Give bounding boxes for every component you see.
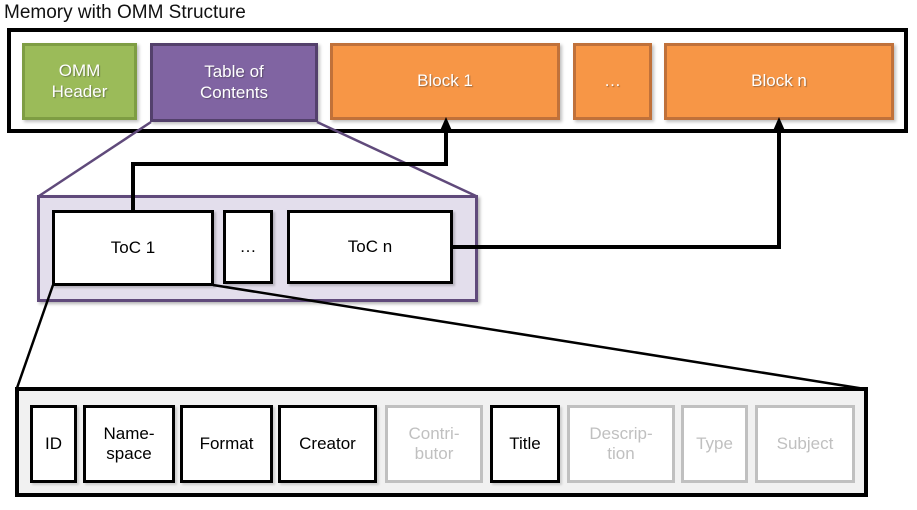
segment-block-1-label: Block 1 bbox=[417, 71, 473, 91]
field-description: Descrip- tion bbox=[567, 405, 675, 483]
segment-omm-header: OMM Header bbox=[22, 43, 137, 120]
field-contributor-label: Contri- butor bbox=[408, 423, 460, 463]
field-title-label: Title bbox=[509, 433, 541, 453]
toc-entry-n-label: ToC n bbox=[347, 236, 393, 256]
field-contributor: Contri- butor bbox=[385, 405, 483, 483]
diagram-title: Memory with OMM Structure bbox=[4, 2, 246, 23]
expand-line-toc-right bbox=[316, 120, 477, 198]
toc-entry-1: ToC 1 bbox=[52, 210, 214, 286]
toc-entry-ellipsis-label: … bbox=[239, 236, 257, 256]
segment-omm-header-label: OMM Header bbox=[51, 61, 108, 101]
field-type: Type bbox=[681, 405, 748, 483]
segment-table-of-contents: Table of Contents bbox=[150, 43, 318, 122]
field-subject: Subject bbox=[755, 405, 855, 483]
segment-block-ellipsis: … bbox=[573, 43, 652, 120]
field-type-label: Type bbox=[696, 433, 733, 453]
field-id: ID bbox=[30, 405, 77, 483]
segment-table-of-contents-label: Table of Contents bbox=[199, 62, 269, 102]
expand-line-toc-left bbox=[38, 120, 152, 198]
field-namespace: Name- space bbox=[83, 405, 175, 483]
field-subject-label: Subject bbox=[776, 433, 834, 453]
toc-entry-ellipsis: … bbox=[223, 210, 273, 284]
segment-block-n: Block n bbox=[664, 43, 894, 120]
field-creator: Creator bbox=[278, 405, 377, 483]
field-creator-label: Creator bbox=[299, 433, 356, 453]
field-namespace-label: Name- space bbox=[103, 423, 155, 463]
field-id-label: ID bbox=[45, 433, 62, 453]
field-format-label: Format bbox=[199, 433, 254, 453]
segment-block-n-label: Block n bbox=[751, 71, 807, 91]
segment-block-1: Block 1 bbox=[330, 43, 560, 120]
field-title: Title bbox=[490, 405, 560, 483]
field-format: Format bbox=[180, 405, 273, 483]
field-description-label: Descrip- tion bbox=[589, 423, 653, 463]
segment-block-ellipsis-label: … bbox=[604, 71, 621, 91]
toc-entry-n: ToC n bbox=[287, 210, 453, 284]
toc-entry-1-label: ToC 1 bbox=[110, 237, 156, 257]
connector-tocn-to-blockn bbox=[452, 130, 781, 249]
